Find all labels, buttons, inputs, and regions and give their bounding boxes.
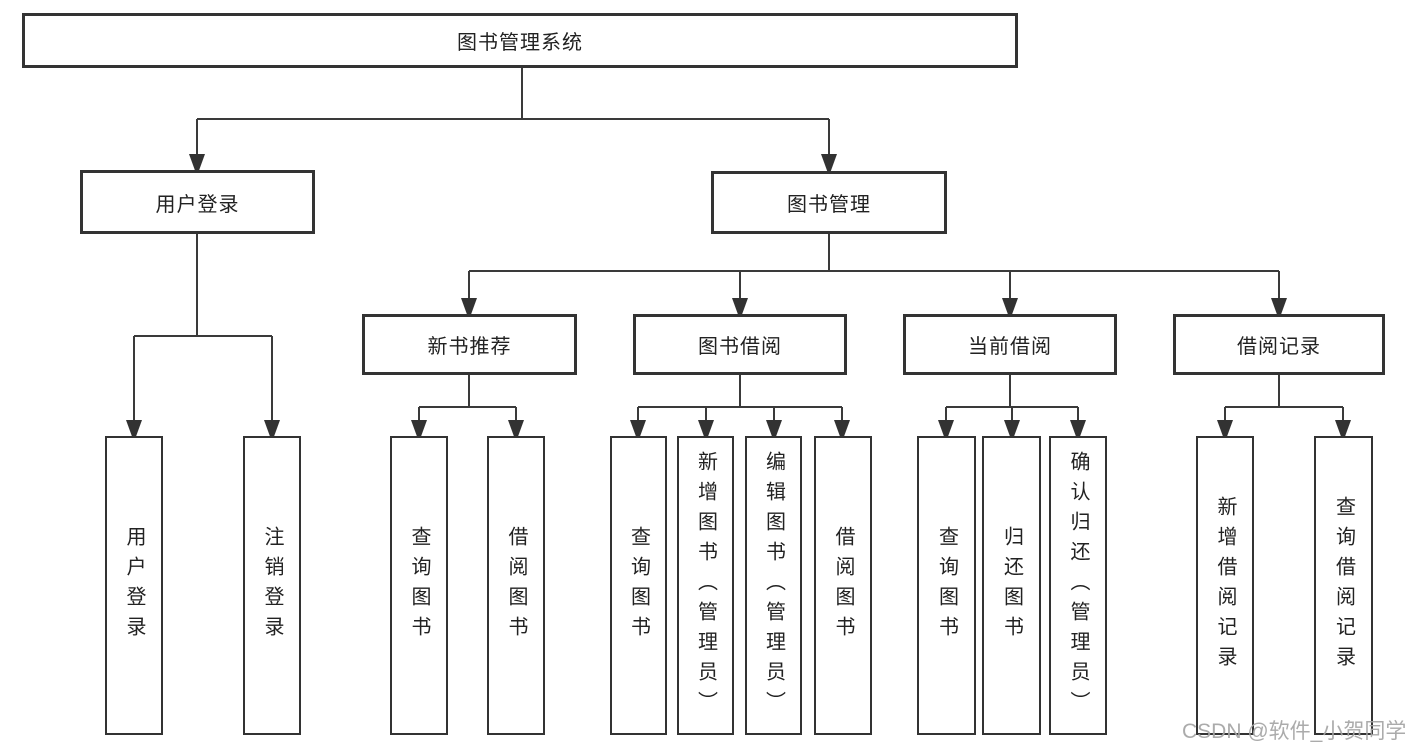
node-label: 借阅记录 [1237,336,1321,358]
leaf-add-borrow-record: 新增借阅记录 [1196,436,1254,735]
leaf-confirm-return-admin: 确认归还（管理员） [1049,436,1107,735]
node-label: 归还图书 [1000,525,1023,646]
node-system-root: 图书管理系统 [22,13,1018,68]
leaf-query-borrow-record: 查询借阅记录 [1314,436,1373,735]
node-book-management: 图书管理 [711,171,947,234]
csdn-watermark: CSDN @软件_小贺同学 [1182,720,1405,743]
node-label: 借阅图书 [505,525,527,646]
node-label: 查询图书 [627,525,650,646]
node-borrowing-records: 借阅记录 [1173,314,1385,375]
leaf-query-books-1: 查询图书 [390,436,448,735]
elbow-connectors [133,68,1344,428]
node-label: 当前借阅 [968,336,1052,358]
node-label: 图书借阅 [698,336,782,358]
leaf-logout: 注销登录 [243,436,301,735]
node-label: 确认归还（管理员） [1067,450,1089,721]
node-label: 图书管理 [787,194,871,216]
leaf-return-books: 归还图书 [982,436,1041,735]
leaf-query-books-3: 查询图书 [917,436,976,735]
node-label: 新增借阅记录 [1214,495,1236,676]
node-current-borrowing: 当前借阅 [903,314,1117,375]
node-label: 图书管理系统 [457,32,583,54]
node-label: 注销登录 [261,525,283,646]
node-label: 查询借阅记录 [1332,495,1355,676]
leaf-borrow-books-2: 借阅图书 [814,436,872,735]
node-label: 用户登录 [123,525,145,646]
leaf-query-books-2: 查询图书 [610,436,667,735]
arrowhead-icons [126,154,1351,442]
node-label: 编辑图书（管理员） [762,450,785,721]
node-label: 借阅图书 [832,525,854,646]
node-book-borrowing: 图书借阅 [633,314,847,375]
leaf-user-login: 用户登录 [105,436,163,735]
leaf-edit-books-admin: 编辑图书（管理员） [745,436,802,735]
node-new-book-recommend: 新书推荐 [362,314,577,375]
leaf-borrow-books-1: 借阅图书 [487,436,545,735]
leaf-add-books-admin: 新增图书（管理员） [677,436,734,735]
node-label: 查询图书 [935,525,958,646]
node-user-login: 用户登录 [80,170,315,234]
node-label: 用户登录 [155,193,240,216]
node-label: 查询图书 [408,525,430,646]
node-label: 新增图书（管理员） [694,450,717,721]
node-label: 新书推荐 [427,336,512,358]
